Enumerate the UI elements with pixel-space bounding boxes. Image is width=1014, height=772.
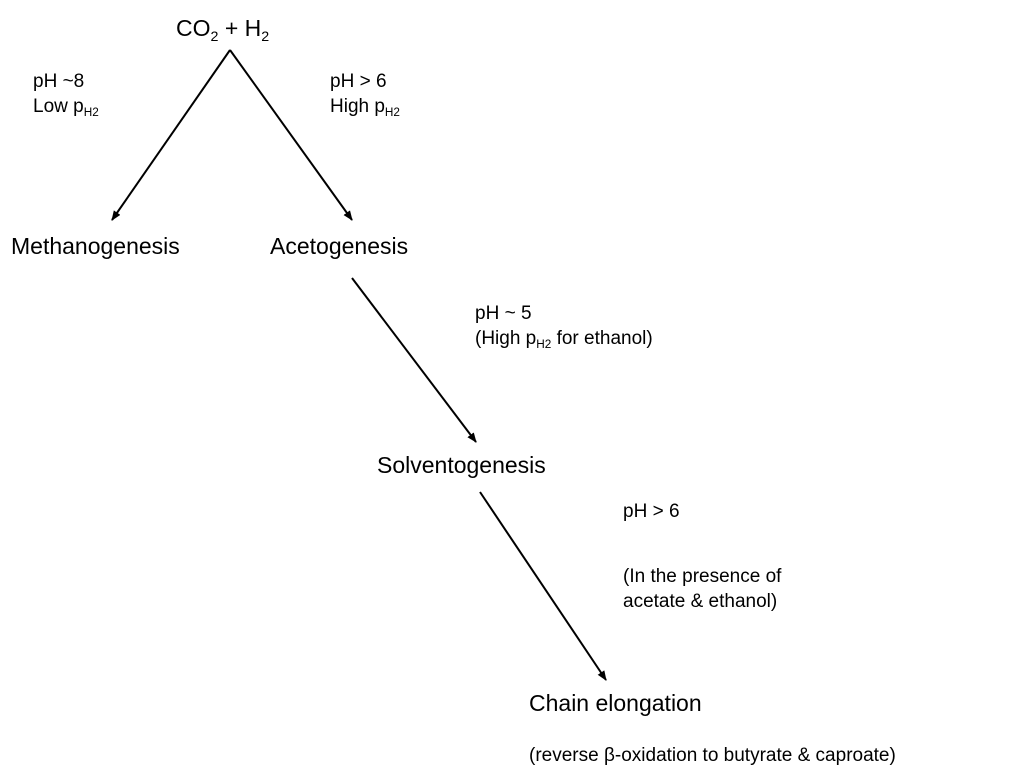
condition-solventogenesis-ph2-post: for ethanol) xyxy=(551,327,653,349)
condition-solventogenesis-ph2-pre: (High p xyxy=(475,327,537,349)
node-methanogenesis: Methanogenesis xyxy=(11,233,180,259)
condition-methanogenesis-ph: pH ~8 xyxy=(33,71,85,92)
condition-chain-elongation-line3: acetate & ethanol) xyxy=(623,590,778,612)
condition-acetogenesis-ph2: High pH2 xyxy=(330,95,400,120)
condition-chain-elongation: pH > 6 xyxy=(623,500,680,525)
footnote-reverse-beta-oxidation: (reverse β-oxidation to butyrate & capro… xyxy=(529,745,896,766)
condition-acetogenesis-ph2-main: High p xyxy=(330,95,385,117)
arrow-acetogenesis-to-solventogenesis xyxy=(351,277,477,443)
condition-solventogenesis-ph2-sub: H2 xyxy=(536,337,552,351)
root-plus-h-text: + H xyxy=(218,15,262,41)
condition-methanogenesis-ph2-sub: H2 xyxy=(83,105,99,119)
arrow-root-to-acetogenesis xyxy=(229,49,353,221)
arrow-root-to-methanogenesis xyxy=(111,49,231,221)
condition-solventogenesis-ph2: (High pH2 for ethanol) xyxy=(475,327,653,352)
condition-solventogenesis: pH ~ 5 (High pH2 for ethanol) xyxy=(475,302,653,351)
condition-acetogenesis-ph: pH > 6 xyxy=(330,71,387,92)
root-sub-2b: 2 xyxy=(261,28,270,45)
root-sub-2a: 2 xyxy=(210,28,219,45)
condition-chain-elongation-line2: (In the presence of xyxy=(623,566,782,587)
condition-solventogenesis-ph: pH ~ 5 xyxy=(475,303,532,324)
condition-acetogenesis-ph2-sub: H2 xyxy=(384,105,400,119)
condition-methanogenesis: pH ~8 Low pH2 xyxy=(33,70,99,119)
condition-methanogenesis-ph2-main: Low p xyxy=(33,95,84,117)
node-chain-elongation: Chain elongation xyxy=(529,690,702,716)
node-acetogenesis: Acetogenesis xyxy=(270,233,409,259)
condition-chain-elongation-presence: (In the presence of acetate & ethanol) xyxy=(623,565,781,614)
condition-chain-elongation-ph: pH > 6 xyxy=(623,501,680,522)
condition-acetogenesis: pH > 6 High pH2 xyxy=(330,70,400,119)
root-node-co2-h2: CO2 + H2 xyxy=(176,14,269,44)
arrow-solventogenesis-to-chain-elongation xyxy=(479,491,607,681)
node-solventogenesis: Solventogenesis xyxy=(377,452,546,478)
condition-methanogenesis-ph2: Low pH2 xyxy=(33,95,99,120)
root-co-text: CO xyxy=(176,15,211,41)
